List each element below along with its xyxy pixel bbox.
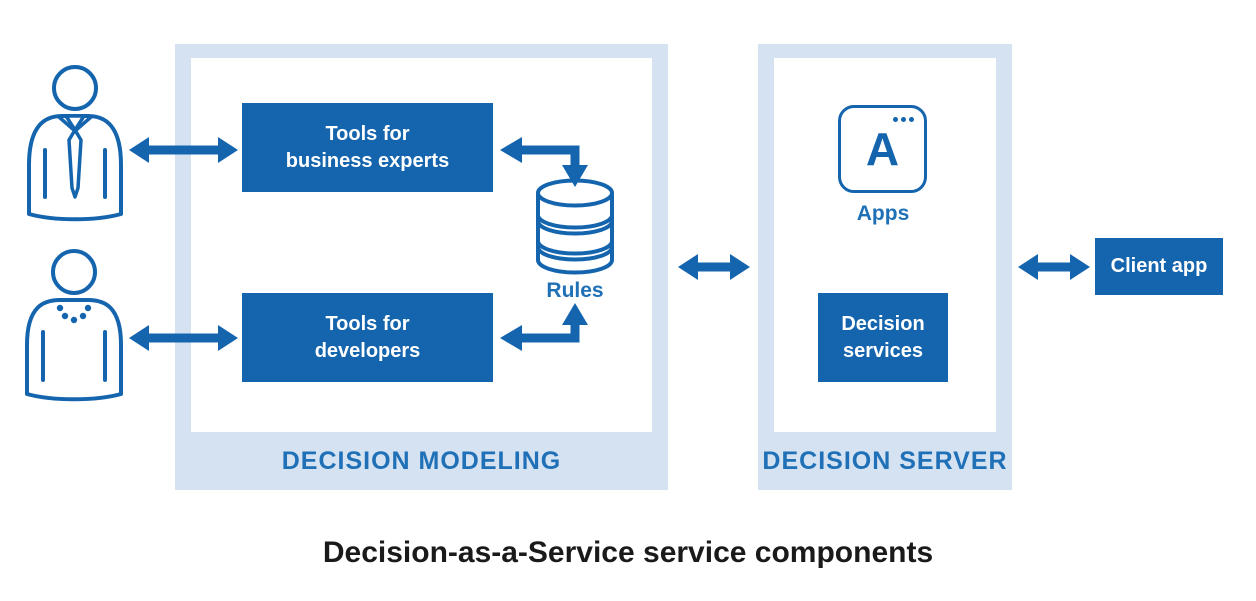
decision-services-box: Decision services bbox=[818, 293, 948, 382]
decision-server-label: DECISION SERVER bbox=[762, 446, 1008, 475]
apps-label: Apps bbox=[856, 202, 910, 225]
tools-for-developers-box: Tools for developers bbox=[242, 293, 493, 382]
app-window-icon: A bbox=[838, 105, 927, 193]
diagram-title: Decision-as-a-Service service components bbox=[322, 536, 934, 569]
developer-person-icon bbox=[25, 249, 123, 402]
client-app-box: Client app bbox=[1095, 238, 1223, 295]
rules-label: Rules bbox=[546, 279, 604, 302]
app-letter: A bbox=[865, 123, 900, 175]
app-menu-dots-icon bbox=[893, 117, 914, 122]
arrow-modeling-to-server bbox=[678, 254, 750, 280]
tools-for-business-experts-box: Tools for business experts bbox=[242, 103, 493, 192]
decision-modeling-label: DECISION MODELING bbox=[281, 446, 562, 475]
business-expert-person-icon bbox=[27, 65, 123, 222]
arrow-server-to-client bbox=[1018, 254, 1090, 280]
